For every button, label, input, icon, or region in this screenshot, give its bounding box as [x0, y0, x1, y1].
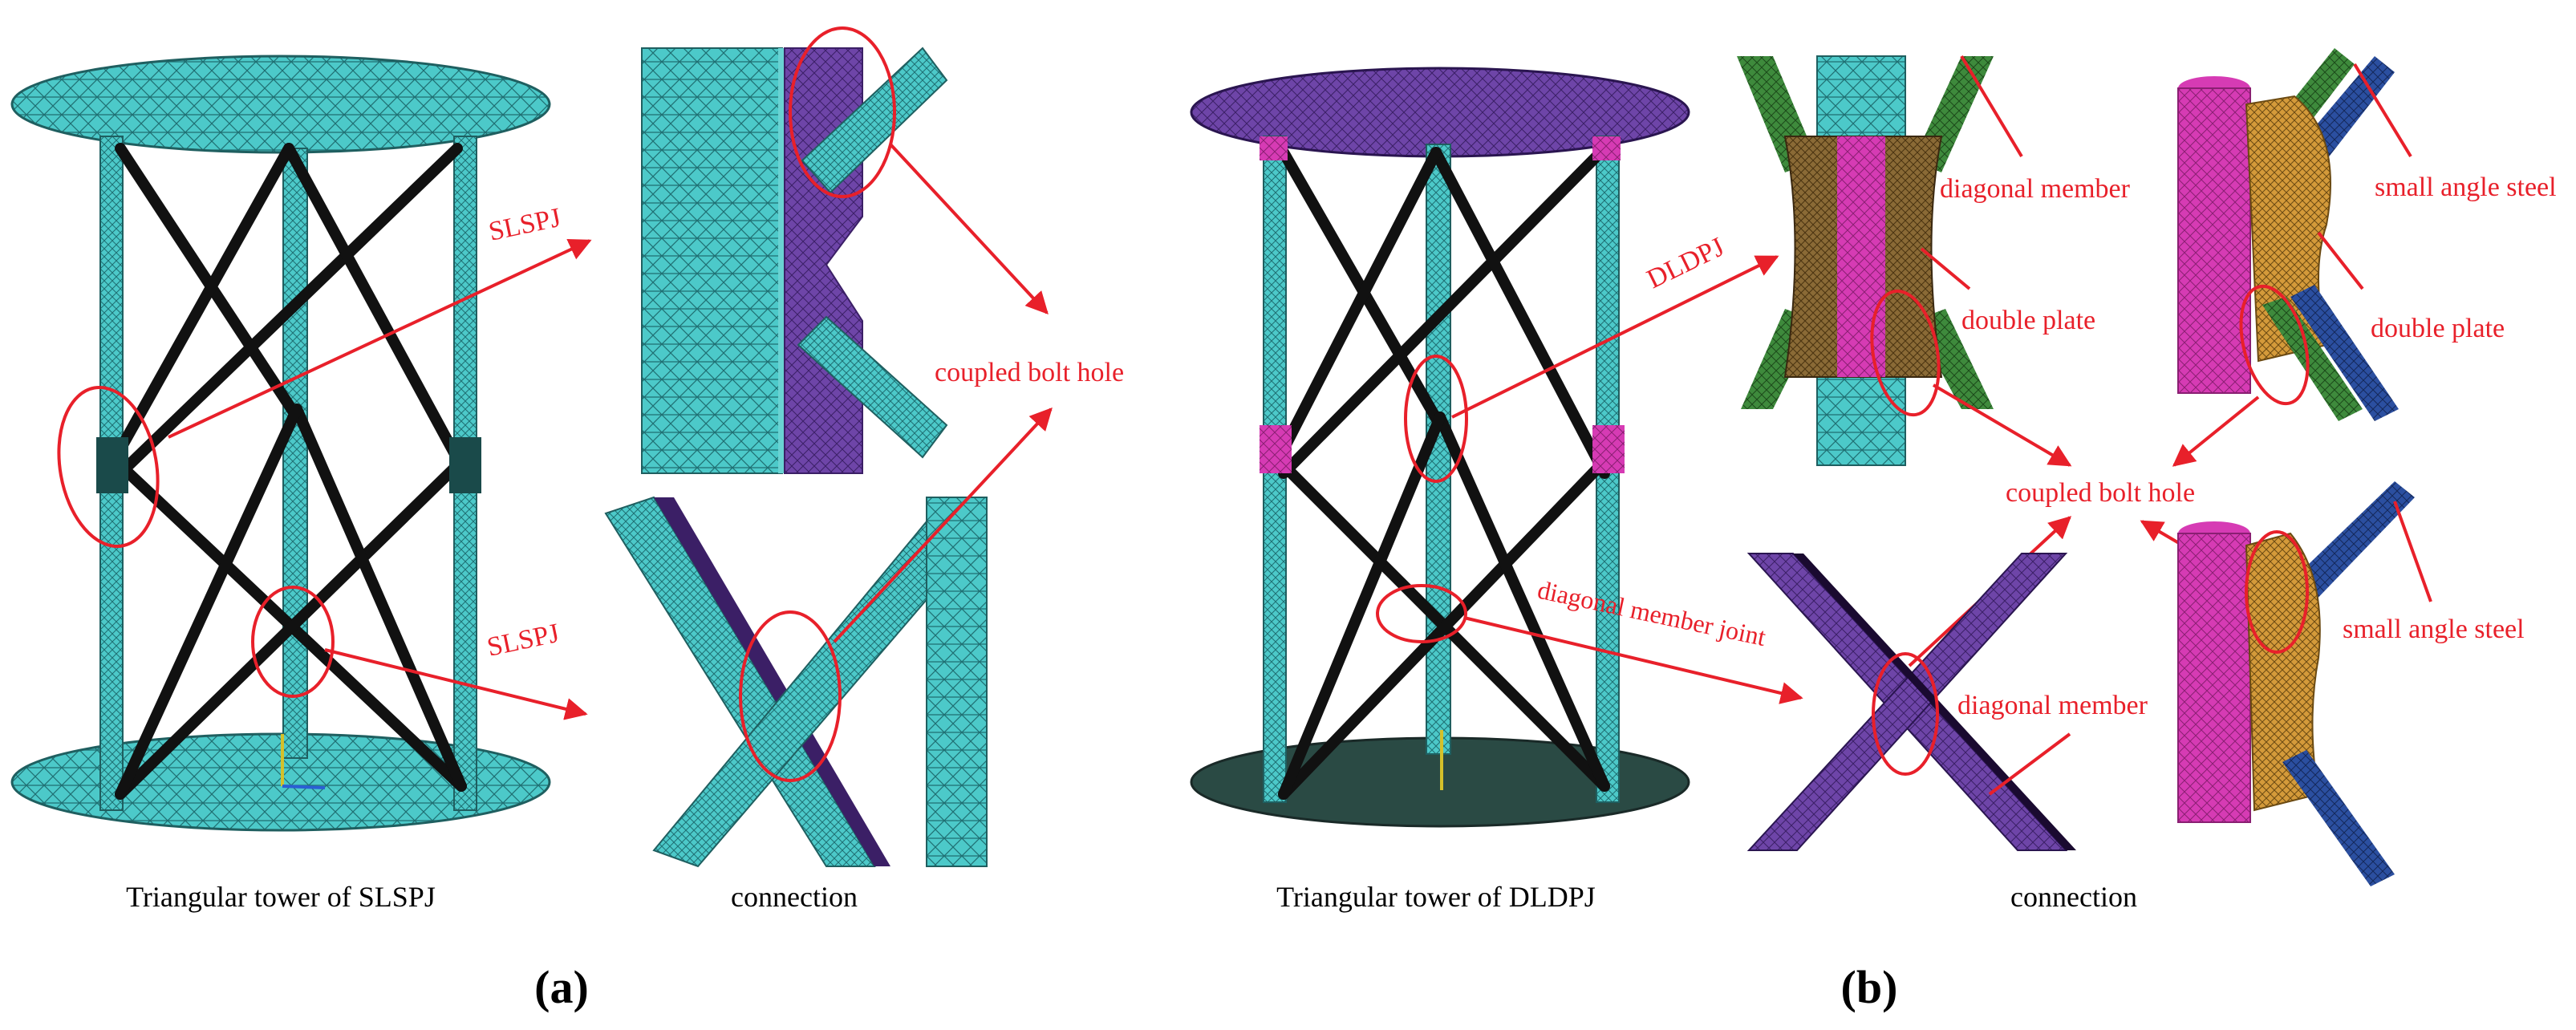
connection-b-bottom-left [1746, 553, 2076, 851]
arrow-a-bolt-upper [889, 143, 1049, 315]
tower-b-joint-right [1592, 425, 1625, 473]
tower-a-joint-left [96, 437, 128, 493]
connection-a-upper-member-top [801, 47, 948, 194]
label-b-double-plate-left: double plate [1961, 306, 2095, 335]
ellipse-slspj-diagonal [251, 586, 335, 698]
label-b-double-plate-right: double plate [2371, 314, 2505, 343]
tower-a-joint-right [449, 437, 481, 493]
tower-dldpj [1190, 67, 1690, 828]
ellipse-a-bolt-lower [739, 610, 842, 782]
label-b-small-angle-steel-top: small angle steel [2375, 172, 2557, 202]
arrow-dldpj-diagonal [1463, 616, 1803, 704]
label-b-diagonal-member-bottom: diagonal member [1957, 691, 2148, 720]
caption-a-tower: Triangular tower of SLSPJ [126, 881, 436, 913]
connection-a-lower-member-shadow [654, 497, 890, 866]
arrow-slspj-upper [168, 238, 592, 439]
tower-b-joint-left [1260, 425, 1292, 473]
tower-slspj [10, 55, 551, 832]
label-b-small-angle-steel-bottom: small angle steel [2343, 614, 2525, 644]
leader-b-double-plate-left [1920, 247, 1971, 290]
arrow-slspj-lower [324, 648, 588, 720]
connection-a-upper [641, 26, 948, 474]
leader-b-small-angle-steel-bottom [2393, 501, 2432, 602]
caption-b-tower: Triangular tower of DLDPJ [1276, 881, 1596, 913]
arrow-b-bolt-tr [2172, 395, 2260, 467]
label-diagonal-member-joint: diagonal member joint [1535, 575, 1769, 651]
connection-a-lower [604, 496, 991, 868]
leader-b-diagonal-member-bottom [1986, 738, 2182, 762]
caption-b-connection: connection [2010, 881, 2137, 913]
connection-a-upper-plate [784, 47, 863, 474]
tower-b-joint-top-right [1592, 136, 1621, 160]
connection-a-upper-strip [778, 48, 785, 473]
connection-b-br-cylinder [2177, 533, 2251, 823]
ellipse-a-bolt-upper [789, 26, 896, 198]
connection-b-top-left [1737, 55, 1994, 466]
leader-b-diagonal-member-bottom-line [1988, 732, 2071, 796]
connection-b-bottom-right [2177, 481, 2415, 886]
connection-a-upper-column [641, 47, 783, 474]
arrow-b-bolt-tl [1932, 383, 2072, 467]
tower-a-diagonal-members [115, 143, 471, 800]
connection-b-top-right [2177, 48, 2399, 421]
tower-a-axis-x [282, 785, 326, 789]
label-slspj-upper: SLSPJ [486, 203, 563, 247]
tower-a-leg-middle [282, 148, 308, 759]
leader-b-small-angle-steel-top [2353, 63, 2412, 158]
ellipse-dldpj-diagonal [1376, 584, 1467, 643]
ellipse-b-bolt-bl [1872, 652, 1939, 776]
caption-a-connection: connection [731, 881, 858, 913]
connection-b-br-angle-blue-2 [2282, 750, 2395, 886]
connection-b-tr-angle-green-2 [2262, 297, 2363, 421]
panel-a: SLSPJ SLSPJ coupled bolt hole Triangular… [10, 26, 1124, 1013]
ellipse-b-bolt-tr [2239, 284, 2310, 406]
label-b-coupled-bolt-hole: coupled bolt hole [2006, 478, 2195, 508]
connection-b-tl-column-inner [1837, 136, 1885, 377]
ellipse-b-bolt-br [2245, 530, 2309, 654]
arrow-a-bolt-lower [833, 407, 1053, 643]
connection-b-bl-member-1-edge [1793, 554, 2076, 850]
label-slspj-lower: SLSPJ [485, 618, 562, 663]
connection-a-lower-column [926, 497, 988, 867]
connection-b-bl-member-2 [1746, 553, 2068, 851]
ellipse-slspj-joint [57, 385, 160, 549]
leader-b-diagonal-member-top [1960, 55, 2023, 158]
connection-b-tr-angle-blue-2 [2290, 285, 2399, 421]
connection-b-tr-cylinder [2177, 87, 2251, 394]
ellipse-dldpj-joint [1404, 355, 1468, 483]
label-a-coupled-bolt-hole: coupled bolt hole [935, 358, 1124, 387]
connection-a-upper-member-bottom [797, 315, 948, 459]
ellipse-b-bolt-tl [1870, 289, 1941, 417]
arrow-dldpj-joint [1451, 255, 1779, 419]
leader-b-double-plate-right [2317, 231, 2364, 290]
panel-label-b: (b) [1841, 961, 1898, 1013]
connection-b-br-angle-blue-1 [2286, 481, 2415, 606]
label-b-diagonal-member-top: diagonal member [1940, 174, 2131, 204]
panel-label-a: (a) [534, 961, 589, 1013]
tower-b-joint-top-left [1260, 136, 1288, 160]
tower-b-diagonal-members [1278, 147, 1610, 800]
panel-b: DLDPJ diagonal member joint diagonal mem… [1190, 48, 2557, 1013]
